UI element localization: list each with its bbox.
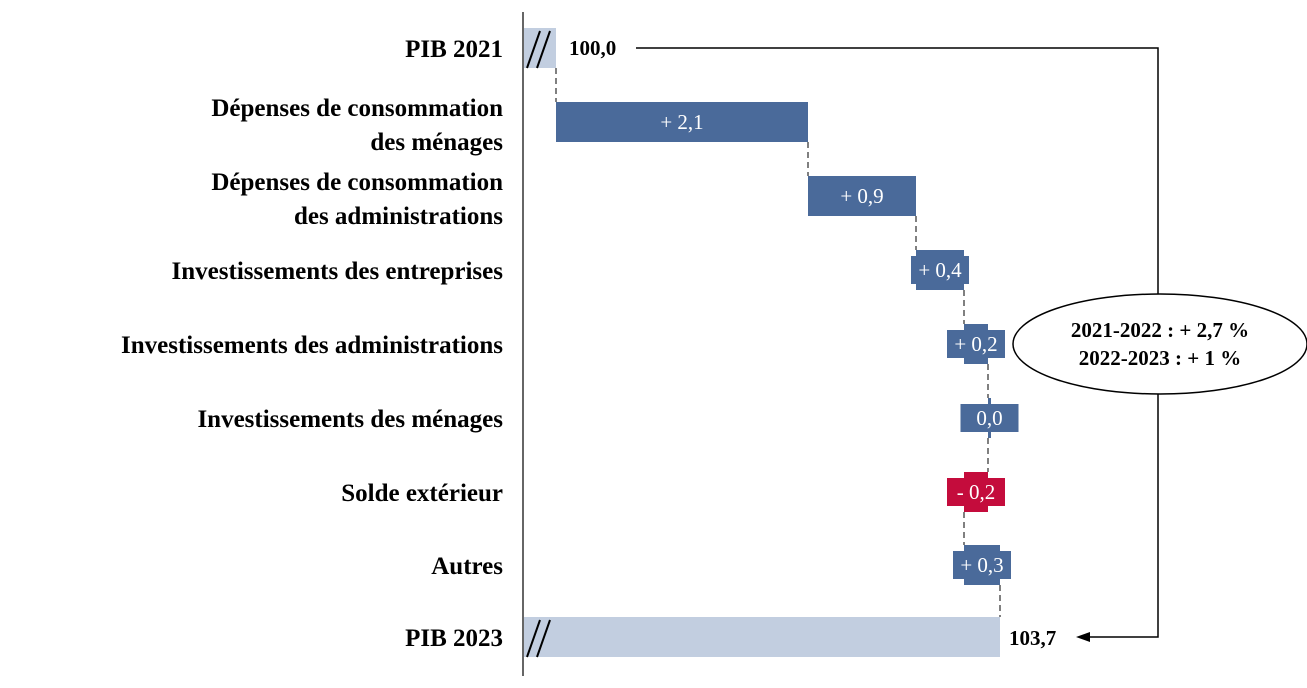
bar-label-background — [960, 404, 1019, 432]
annotation-ellipse — [1012, 293, 1307, 395]
bar-value-label: + 0,9 — [840, 184, 883, 208]
bar-value-label: + 0,3 — [960, 553, 1003, 577]
category-label: PIB 2023 — [405, 625, 503, 652]
category-label: Dépenses de consommation — [211, 95, 503, 122]
bar-step — [556, 102, 808, 142]
bar-value-label: + 0,2 — [954, 332, 997, 356]
bar-step — [808, 176, 916, 216]
category-label: PIB 2021 — [405, 36, 503, 63]
category-label: Solde extérieur — [341, 480, 503, 507]
category-label: des ménages — [370, 129, 503, 156]
category-label: Investissements des administrations — [121, 332, 503, 359]
bar-value-label: + 2,1 — [660, 110, 703, 134]
category-label: Investissements des ménages — [197, 406, 503, 433]
axis-break-mark — [526, 30, 541, 69]
axis-break-mark — [536, 619, 551, 658]
bar-end-total — [524, 617, 1000, 657]
axis-break-mark — [536, 30, 551, 69]
category-label: Investissements des entreprises — [172, 258, 504, 285]
bar-value-label: + 0,4 — [918, 258, 962, 282]
bar-label-background — [947, 478, 1005, 506]
category-label: Dépenses de consommation — [211, 169, 503, 196]
annotation-text: 2021-2022 : + 2,7 % — [1071, 318, 1249, 342]
bar-label-background — [947, 330, 1005, 358]
axis-break-mark — [526, 619, 541, 658]
total-value-label: 100,0 — [569, 36, 616, 60]
bar-label-background — [953, 551, 1011, 579]
bar-label-background — [911, 256, 969, 284]
annotation-text: 2022-2023 : + 1 % — [1079, 346, 1241, 370]
arrow-head-icon — [1076, 632, 1090, 642]
bar-value-label: - 0,2 — [957, 480, 996, 504]
category-label: des administrations — [294, 203, 503, 230]
total-value-label: 103,7 — [1009, 626, 1056, 650]
category-label: Autres — [431, 553, 503, 580]
bar-value-label: 0,0 — [976, 406, 1002, 430]
